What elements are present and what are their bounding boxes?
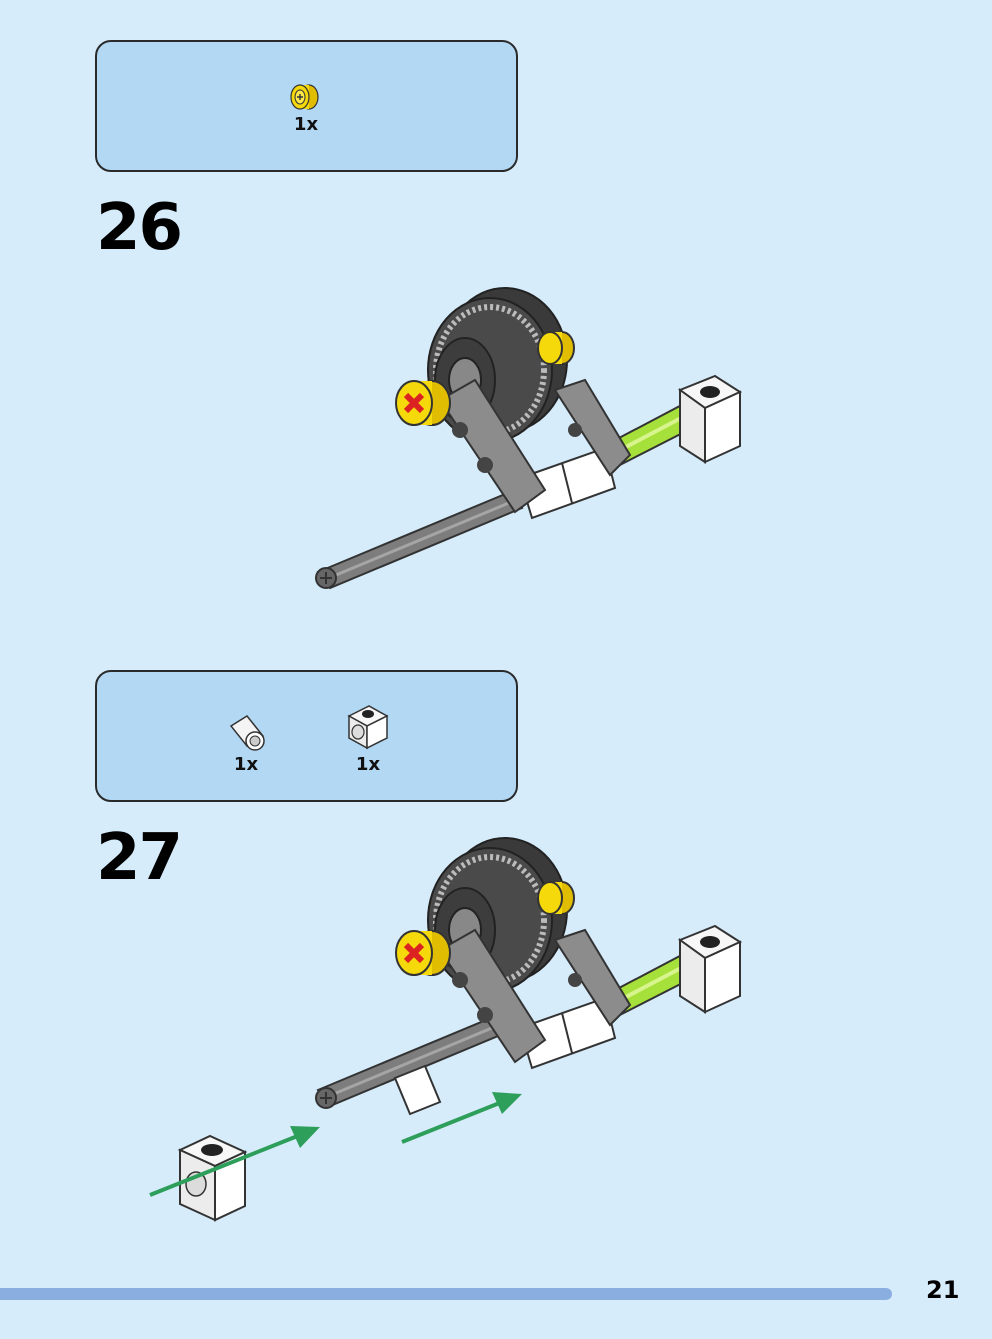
step-number: 27 — [96, 821, 183, 895]
white-technic-brick-new — [177, 1134, 248, 1222]
white-tube-icon — [229, 715, 265, 751]
white-tubes — [518, 446, 617, 520]
yellow-bush-front — [395, 930, 451, 976]
white-tubes — [518, 996, 617, 1070]
white-tube-new — [393, 1064, 442, 1116]
white-technic-brick — [677, 924, 743, 1014]
yellow-bush-back — [537, 331, 575, 365]
grey-axle — [315, 1008, 524, 1109]
part-item: 1x — [225, 712, 267, 775]
assembly-illustration-step-27 — [149, 837, 743, 1222]
page-footer-bar — [0, 1288, 892, 1300]
white-technic-brick — [677, 374, 743, 464]
white-technic-brick-icon — [347, 705, 389, 750]
arrow-icon — [401, 1092, 522, 1144]
page-number: 21 — [926, 1276, 960, 1304]
assembly-illustration-step-26 — [315, 287, 743, 590]
yellow-bush-icon — [290, 84, 319, 110]
grey-liftarm — [438, 378, 632, 514]
part-quantity: 1x — [293, 114, 319, 135]
part-item: 1x — [345, 702, 391, 775]
yellow-bush-back — [537, 881, 575, 915]
part-quantity: 1x — [233, 754, 259, 775]
part-item: 1x — [289, 82, 323, 135]
grey-axle — [315, 490, 524, 590]
parts-list-step-26: 1x — [95, 40, 518, 172]
grey-liftarm — [438, 928, 632, 1064]
yellow-bush-front — [395, 380, 451, 426]
arrow-icon — [149, 1126, 320, 1197]
parts-list-step-27: 1x 1x — [95, 670, 518, 802]
step-number: 26 — [96, 191, 183, 265]
part-quantity: 1x — [355, 754, 381, 775]
